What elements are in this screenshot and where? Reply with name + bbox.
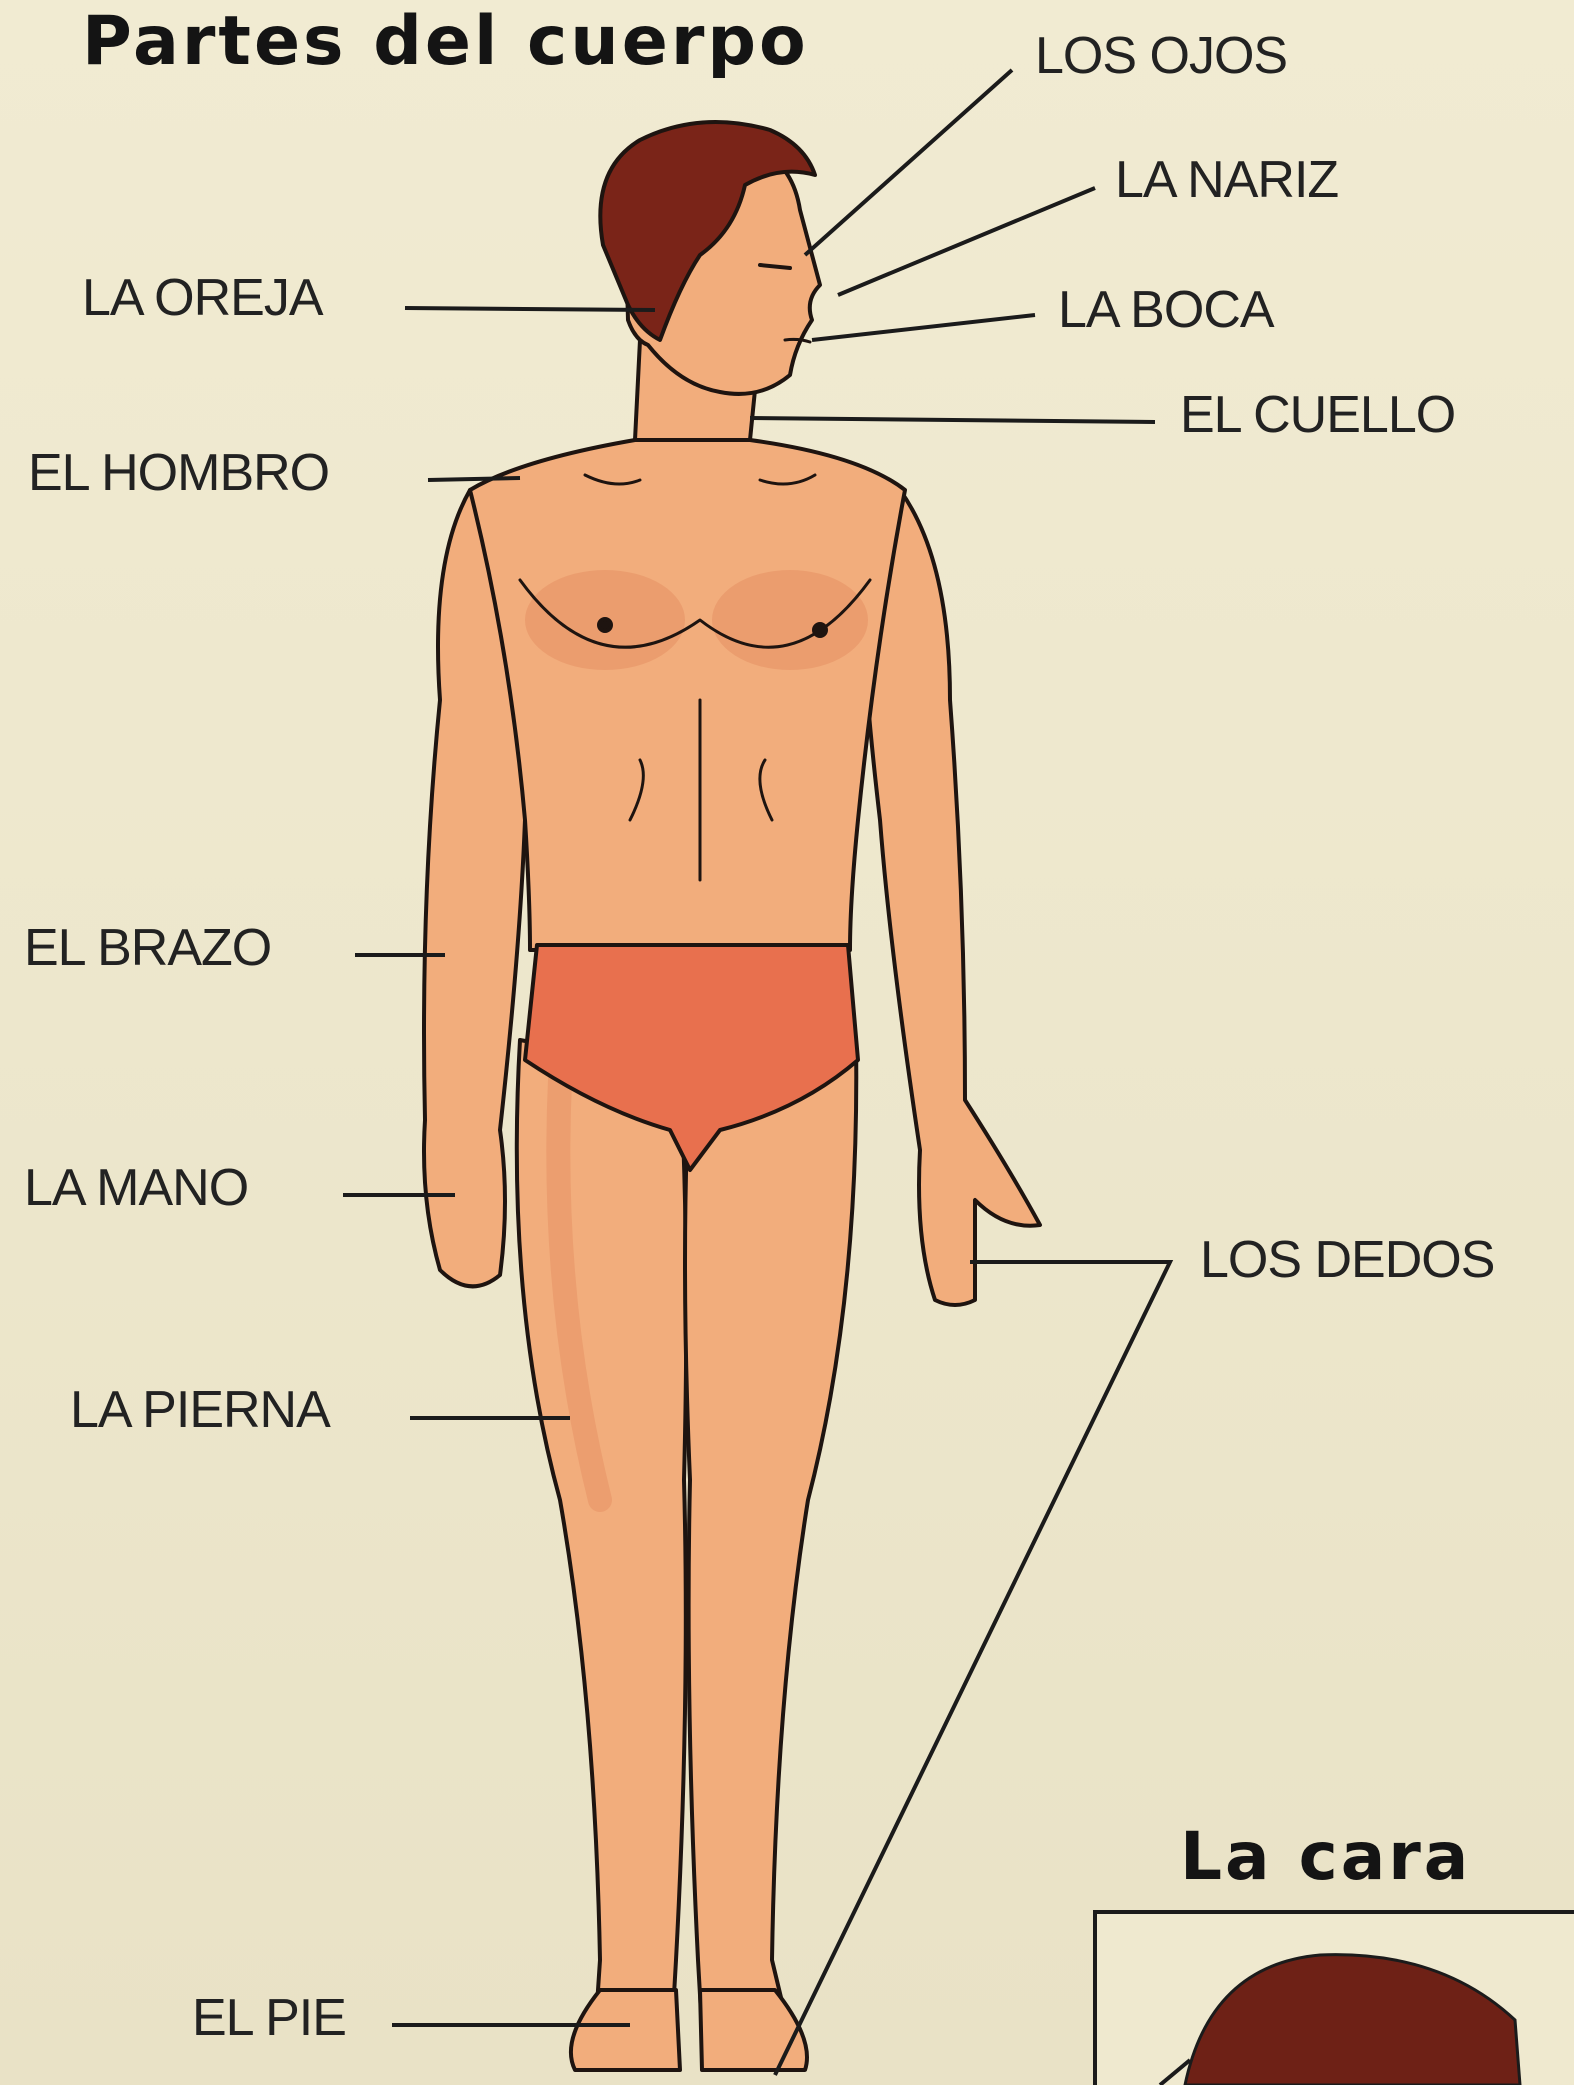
left-leg [517, 1040, 686, 2060]
label-brazo: EL BRAZO [24, 918, 271, 978]
label-ojos: LOS OJOS [1035, 26, 1287, 86]
leader-nariz [838, 188, 1095, 295]
label-dedos: LOS DEDOS [1200, 1230, 1494, 1290]
label-oreja: LA OREJA [82, 268, 323, 328]
label-pierna: LA PIERNA [70, 1380, 330, 1440]
torso [470, 440, 905, 950]
label-boca: LA BOCA [1058, 280, 1274, 340]
leader-hombro [428, 478, 520, 480]
leader-ojos [805, 70, 1012, 255]
leader-cuello [750, 418, 1155, 422]
leader-oreja [405, 308, 655, 310]
label-mano: LA MANO [24, 1158, 248, 1218]
label-pie: EL PIE [192, 1988, 346, 2048]
face-inset [1095, 1912, 1574, 2085]
left-foot [571, 1990, 680, 2070]
label-hombro: EL HOMBRO [28, 443, 329, 503]
label-cuello: EL CUELLO [1180, 385, 1455, 445]
right-arm [860, 490, 1040, 1305]
face-section-title: La cara [1180, 1818, 1471, 1895]
leader-boca [812, 315, 1035, 340]
label-nariz: LA NARIZ [1115, 150, 1338, 210]
right-leg [685, 1040, 856, 2060]
right-foot [700, 1990, 807, 2070]
main-title: Partes del cuerpo [82, 2, 809, 81]
